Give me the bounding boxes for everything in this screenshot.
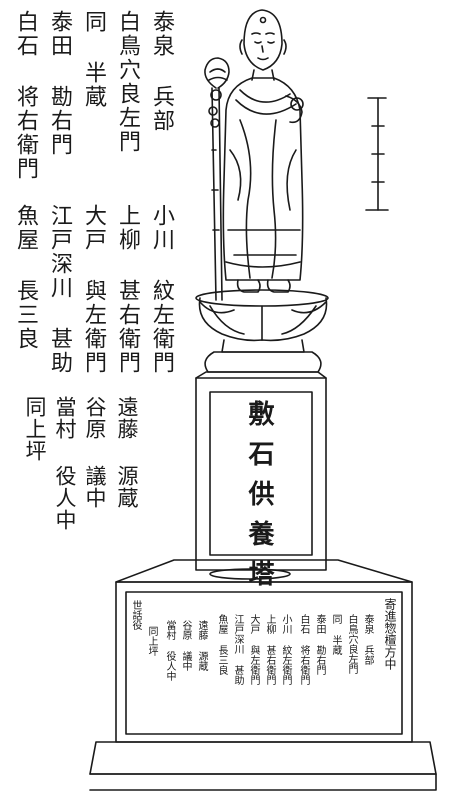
left-inscription-bot-2: 谷原 議中	[83, 396, 107, 509]
left-inscription-mid-3: 大戸 與左衛門	[81, 204, 106, 375]
monument-face-inscription: 敷石供養塔	[244, 400, 274, 600]
base-name-10: 魚屋 長三良	[216, 614, 227, 675]
left-inscription-mid-4: 江戸深川 甚助	[47, 204, 72, 375]
left-inscription-top-1: 泰泉 兵部	[149, 10, 174, 133]
base-name-7: 上柳 甚右衛門	[264, 614, 275, 685]
base-name-14: 同上坪	[146, 626, 157, 656]
base-name-4: 泰田 勘右門	[314, 614, 325, 675]
base-name-13: 當村 役人中	[164, 620, 175, 681]
left-inscription-mid-1: 小川 紋左衛門	[149, 204, 174, 375]
left-inscription-top-3: 同 半蔵	[81, 10, 106, 109]
jizo-body	[222, 77, 304, 293]
base-name-2: 白鳥穴良左門	[346, 614, 357, 674]
scale-bar	[365, 97, 389, 211]
base-name-9: 江戸深川 甚助	[232, 614, 243, 685]
left-inscription-bot-3: 當村 役人中	[53, 396, 77, 531]
shakujo-staff	[204, 57, 230, 301]
left-inscription-bot-4: 同上坪	[23, 396, 47, 462]
base-inscription-footer: 世話役	[130, 600, 141, 630]
left-inscription-mid-2: 上柳 甚右衛門	[115, 204, 140, 375]
base-name-12: 谷原 議中	[180, 620, 191, 671]
base-name-1: 泰泉 兵部	[362, 614, 373, 665]
jizo-head	[239, 9, 287, 81]
left-inscription-top-2: 白鳥穴良左門	[115, 10, 140, 154]
base-name-8: 大戸 與左衛門	[248, 614, 259, 685]
base-inscription-header: 寄進惣檀方中	[383, 598, 397, 670]
left-inscription-top-5: 白石 将右衛門	[13, 10, 38, 181]
left-inscription-bot-1: 遠藤 源蔵	[115, 396, 139, 509]
base-name-3: 同 半蔵	[330, 614, 341, 655]
left-inscription-mid-5: 魚屋 長三良	[13, 204, 38, 351]
base-name-6: 小川 紋左衛門	[280, 614, 291, 685]
monument-base	[89, 559, 437, 791]
base-name-11: 遠藤 源蔵	[196, 620, 207, 671]
base-name-5: 白石 将右衛門	[298, 614, 309, 685]
left-inscription-top-4: 泰田 勘右門	[47, 10, 72, 157]
lotus-pedestal	[195, 289, 329, 373]
monument-shaft	[195, 371, 327, 571]
